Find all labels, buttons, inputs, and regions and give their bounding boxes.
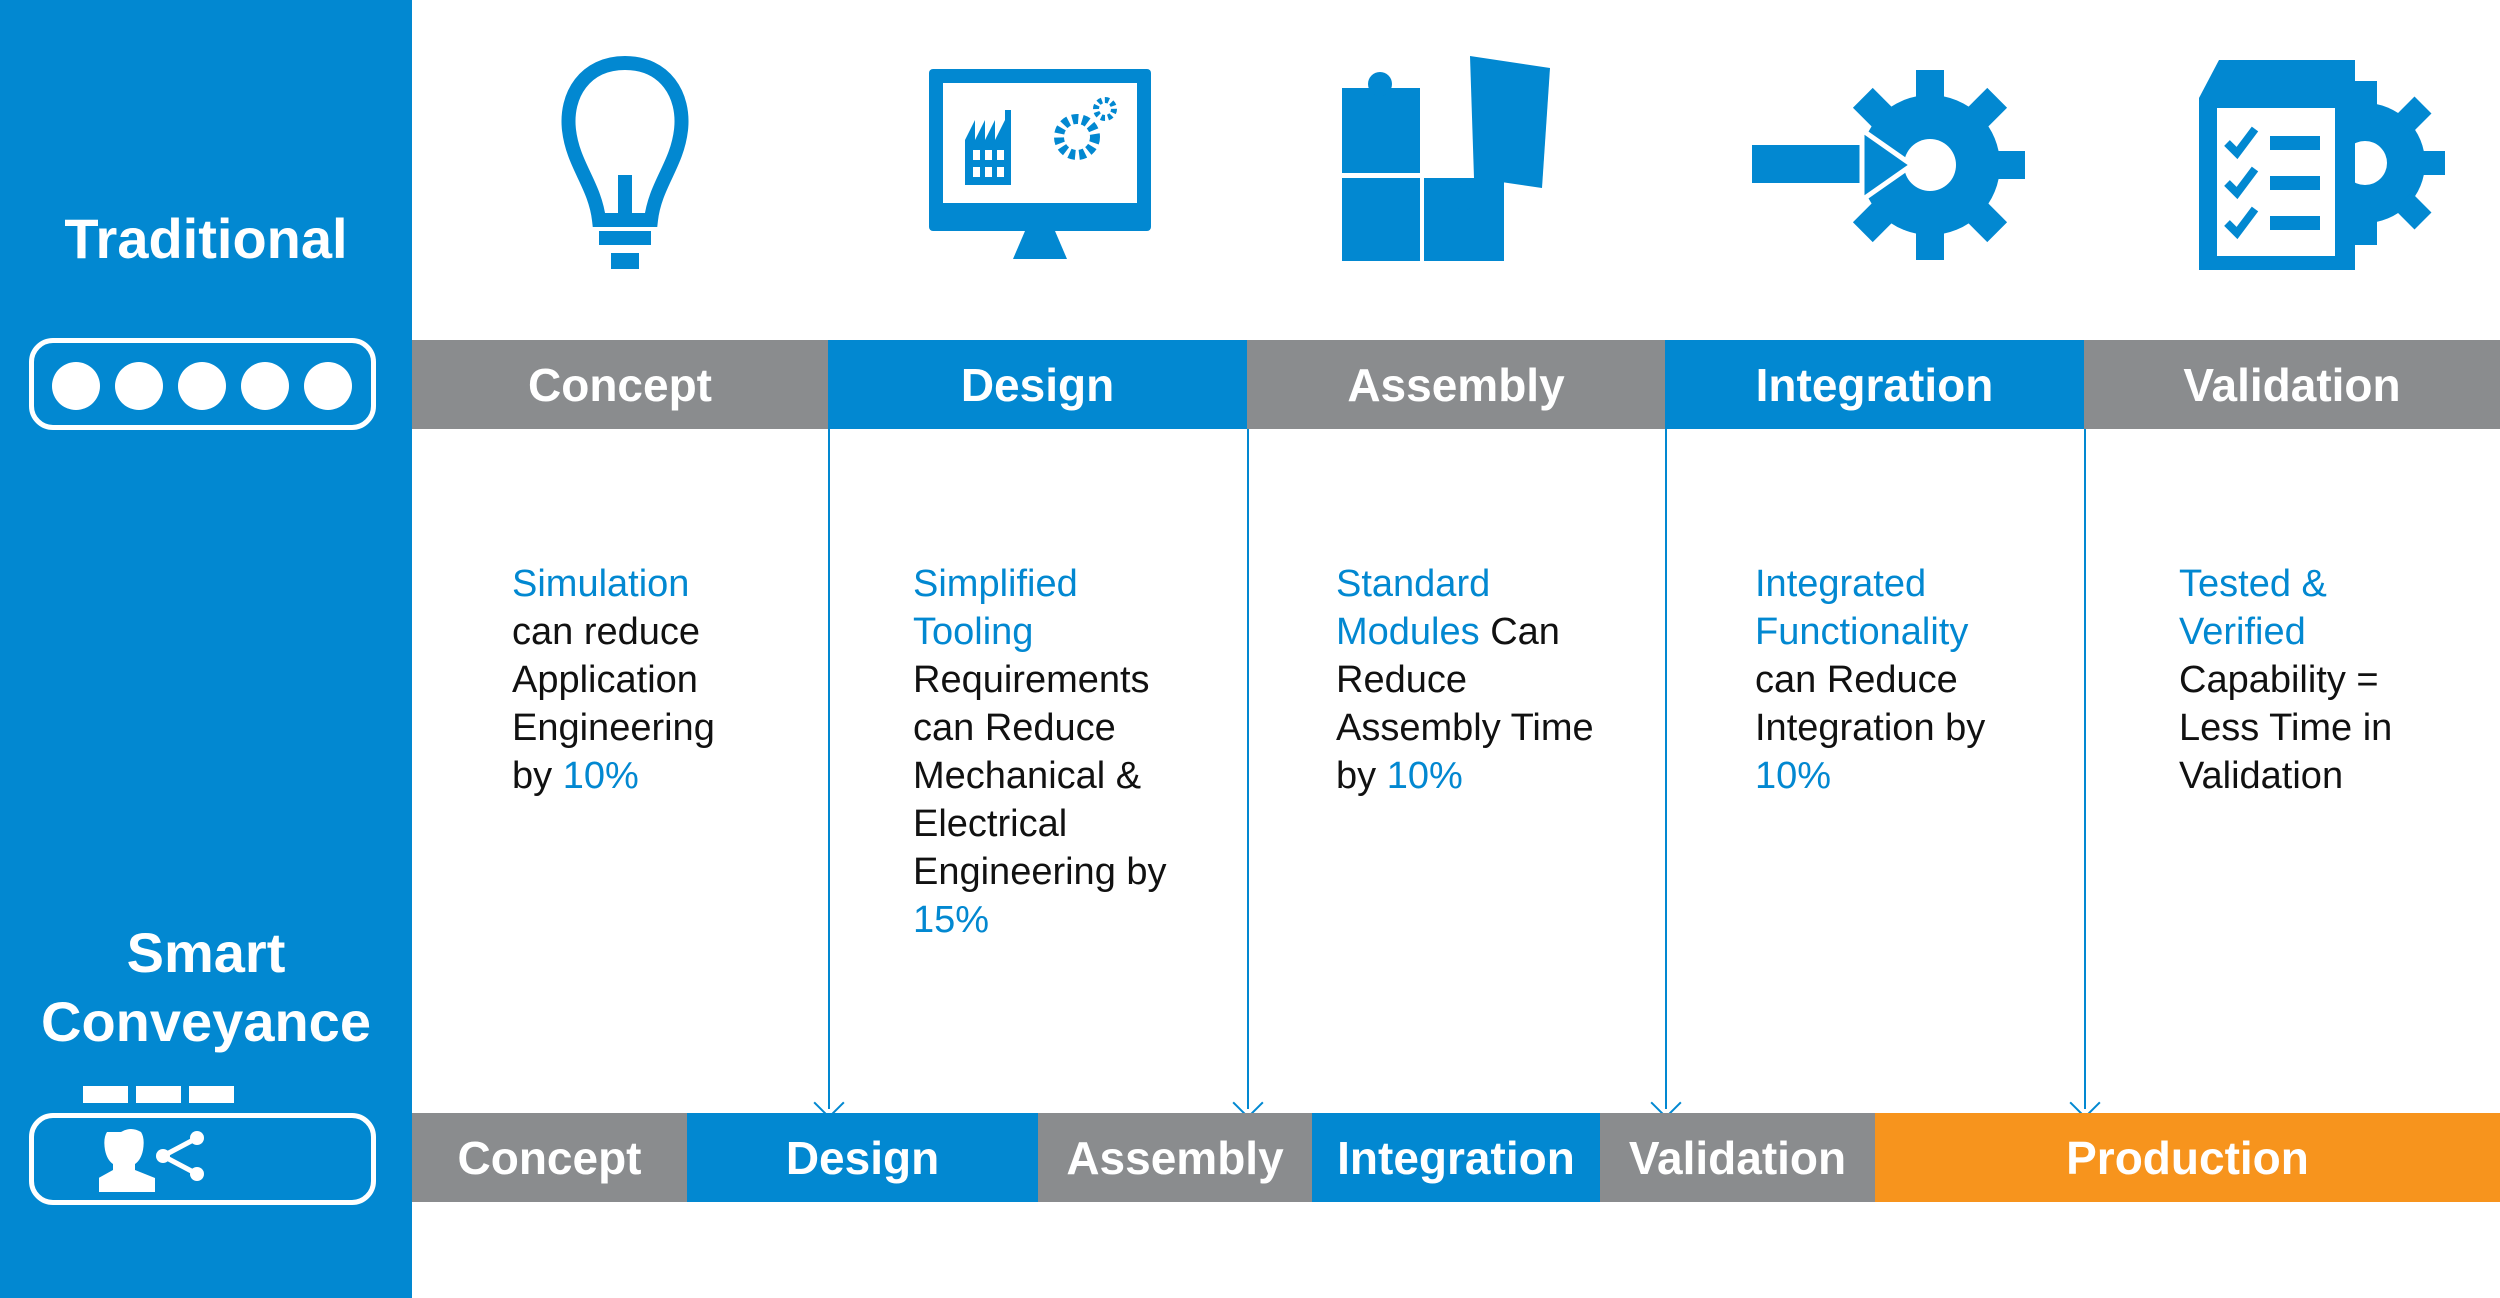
checklist-gear-icon xyxy=(2199,60,2445,270)
traditional-phase-assembly: Assembly xyxy=(1247,340,1665,429)
traditional-phase-design: Design xyxy=(828,340,1247,429)
description-concept: Simulation can reduce Application Engine… xyxy=(512,563,715,797)
mover-block-icon xyxy=(83,1086,128,1103)
smart-label-line2: Conveyance xyxy=(41,990,371,1053)
smart-phase-concept: Concept xyxy=(412,1113,687,1202)
smart-phase-assembly: Assembly xyxy=(1038,1113,1312,1202)
description-integration: Integrated Functionality can Reduce Inte… xyxy=(1755,563,1986,797)
mover-block-icon xyxy=(136,1086,181,1103)
connector-line xyxy=(1665,429,1667,1109)
smart-phase-integration: Integration xyxy=(1312,1113,1600,1202)
smart-label-line1: Smart xyxy=(126,921,286,984)
smart-phase-production: Production xyxy=(1875,1113,2500,1202)
mover-block-icon xyxy=(189,1086,234,1103)
monitor-factory-gear-icon xyxy=(929,69,1151,259)
smart-phase-design: Design xyxy=(687,1113,1038,1202)
smart-conveyor-icon xyxy=(29,1113,376,1205)
traditional-phase-validation: Validation xyxy=(2084,340,2500,429)
connector-line xyxy=(828,429,830,1109)
description-validation: Tested & Verified Capability = Less Time… xyxy=(2179,563,2393,797)
sidebar: Traditional Smart Conveyance xyxy=(0,0,412,1298)
description-assembly: Standard Modules Can Reduce Assembly Tim… xyxy=(1336,563,1594,797)
traditional-conveyor-icon xyxy=(29,338,376,430)
smart-phase-validation: Validation xyxy=(1600,1113,1875,1202)
connector-line xyxy=(1247,429,1249,1109)
traditional-label: Traditional xyxy=(64,207,348,270)
description-design: Simplified Tooling Requirements can Redu… xyxy=(913,563,1167,941)
connector-line xyxy=(2084,429,2086,1109)
puzzle-icon xyxy=(1342,56,1550,261)
lightbulb-icon xyxy=(561,55,689,269)
user-share-icon xyxy=(99,1129,204,1192)
arrow-gear-icon xyxy=(1752,70,2025,260)
traditional-phase-integration: Integration xyxy=(1665,340,2084,429)
traditional-phase-concept: Concept xyxy=(412,340,828,429)
